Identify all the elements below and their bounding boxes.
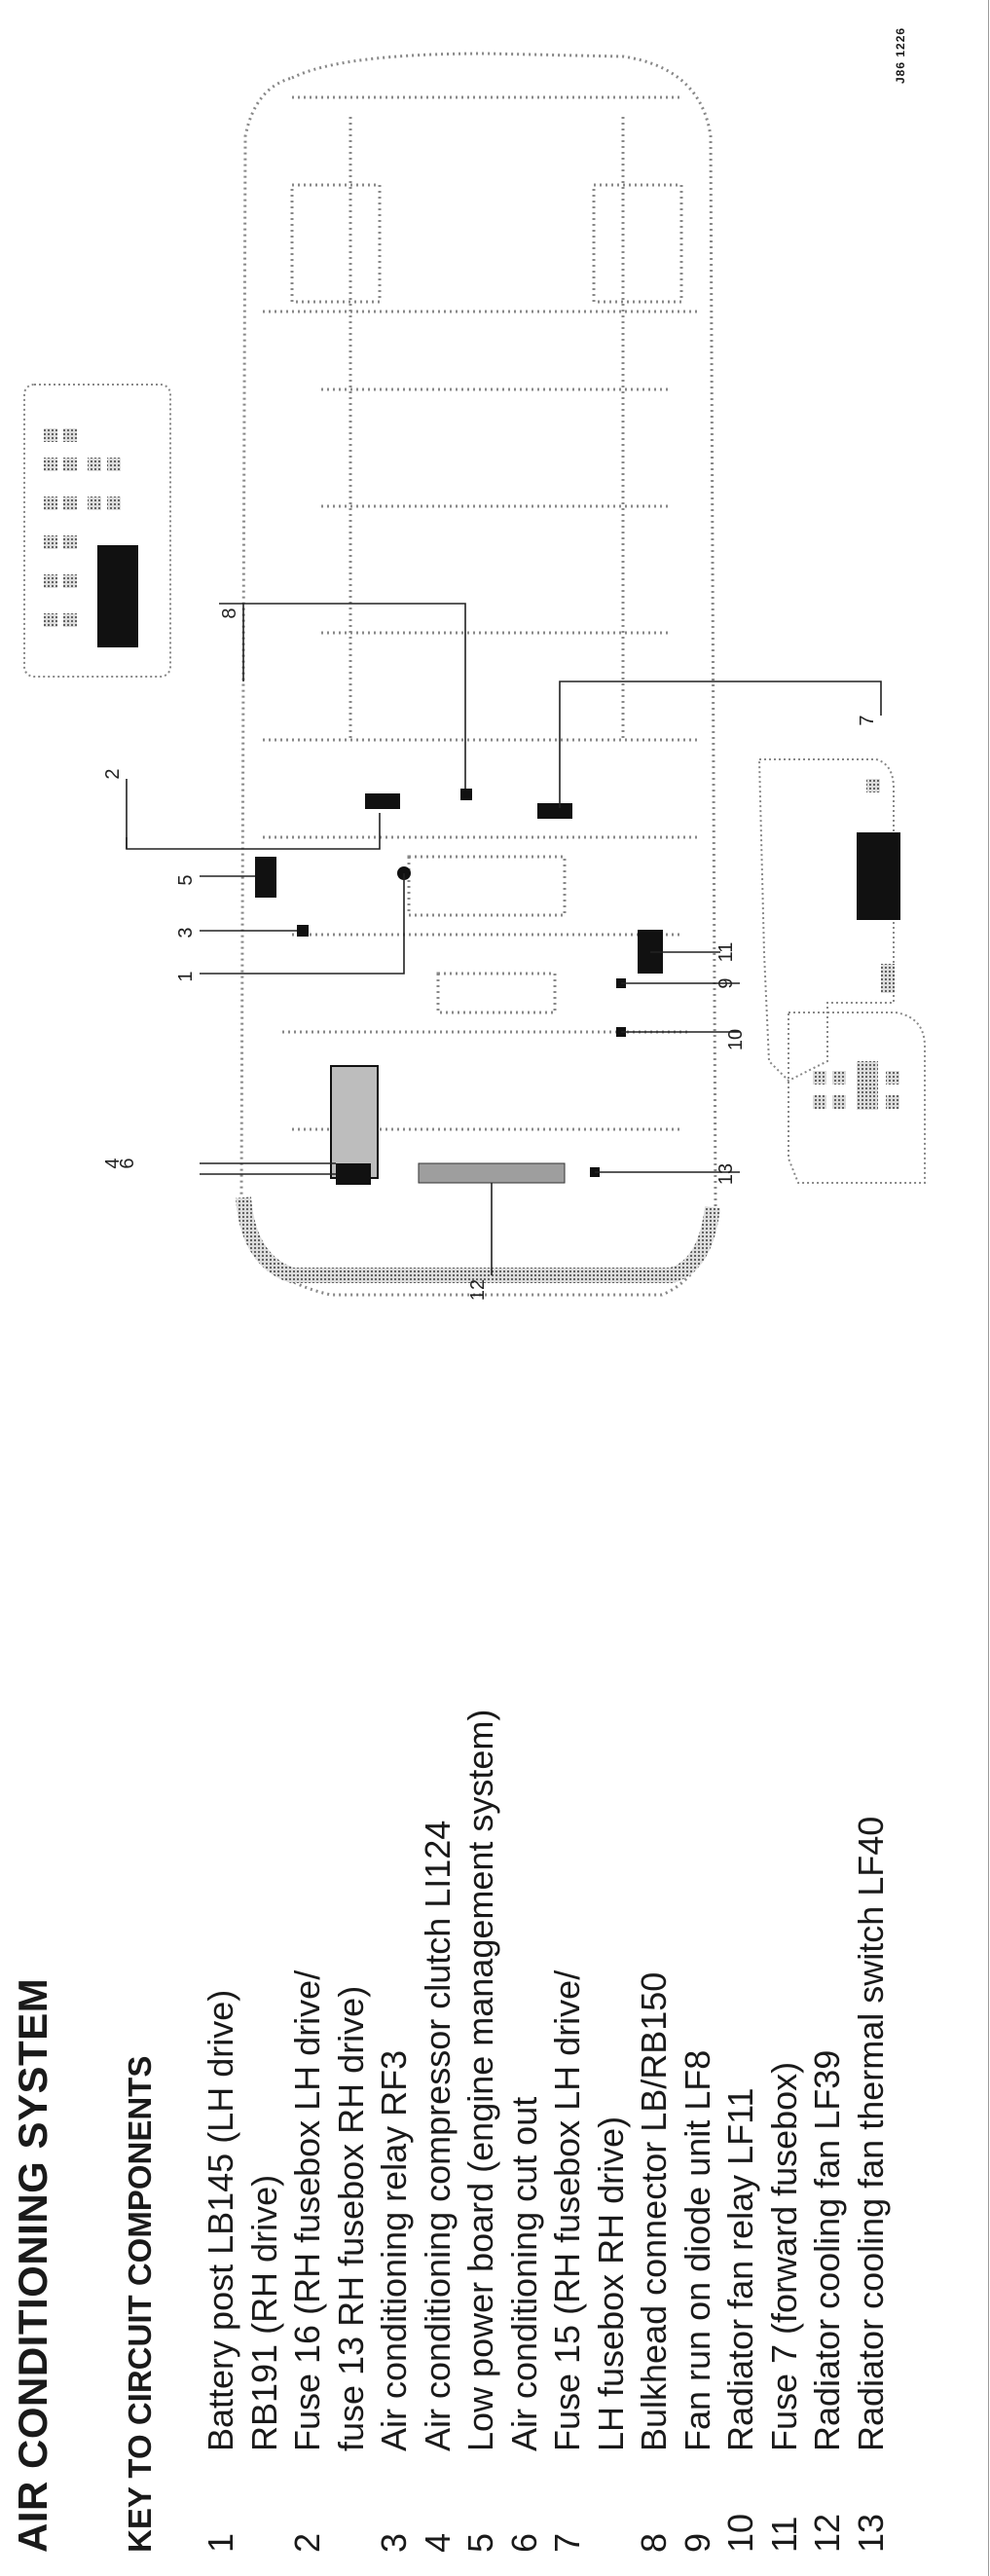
callout-4: 4 (102, 1158, 124, 1168)
key-item-text: Fuse 7 (forward fusebox) (763, 2061, 804, 2451)
key-list: 1 Battery post LB145 (LH drive)RB191 (RH … (200, 1092, 893, 2553)
key-item: 6 Air conditioning cut out (503, 1092, 547, 2553)
callout-12: 12 (467, 1279, 489, 1301)
key-item: LH fusebox RH drive) (590, 1092, 634, 2553)
fuse-connector-2 (365, 793, 400, 809)
callout-8: 8 (219, 607, 240, 618)
fuse-connector-7 (537, 803, 572, 819)
key-item-text: Air conditioning cut out (503, 2096, 544, 2451)
callout-11: 11 (715, 942, 737, 963)
key-item: 1 Battery post LB145 (LH drive) (200, 1092, 243, 2553)
key-item: 10 Radiator fan relay LF11 (719, 1092, 763, 2553)
key-item-text: Radiator cooling fan thermal switch LF40 (850, 1816, 891, 2451)
key-subtitle: KEY TO CIRCUIT COMPONENTS (122, 2055, 158, 2553)
key-item-text: LH fusebox RH drive) (590, 2116, 631, 2451)
key-item: 8 Bulkhead connector LB/RB150 (633, 1092, 677, 2553)
fuse-15-block (857, 832, 900, 920)
drawing-reference: J86 1226 (894, 26, 907, 84)
key-item-text: Fan run on diode unit LF8 (677, 2049, 717, 2451)
key-item-number: 1 (201, 2532, 241, 2553)
key-item-text: RB191 (RH drive) (243, 2174, 284, 2451)
low-power-board (255, 857, 276, 898)
callout-9: 9 (715, 977, 737, 988)
callout-6: 6 (117, 1158, 138, 1168)
key-item: 9 Fan run on diode unit LF8 (677, 1092, 720, 2553)
key-item: 5 Low power board (engine management syst… (459, 1092, 503, 2553)
key-item-text: Low power board (engine management syste… (460, 1709, 501, 2451)
key-item-number: 11 (763, 2516, 804, 2553)
key-item-text: Bulkhead connector LB/RB150 (634, 1971, 675, 2451)
fusebox-inset-upper (23, 384, 171, 678)
key-item-text: Radiator cooling fan LF39 (807, 2049, 848, 2451)
key-item-number: 4 (417, 2532, 458, 2553)
key-item-text: fuse 13 RH fusebox RH drive) (330, 1985, 371, 2451)
key-item-text: Radiator fan relay LF11 (720, 2087, 761, 2451)
key-item: RB191 (RH drive) (243, 1092, 287, 2553)
key-item-text: Air conditioning relay RF3 (374, 2049, 415, 2451)
key-item-number: 3 (374, 2532, 415, 2553)
bulkhead-connector (460, 789, 472, 800)
ac-relay (297, 925, 309, 937)
leader-lines (126, 603, 882, 1275)
key-item-number: 10 (720, 2513, 761, 2553)
key-item: 2 Fuse 16 (RH fusebox LH drive/ (286, 1092, 330, 2553)
key-item: fuse 13 RH fusebox RH drive) (330, 1092, 374, 2553)
key-item-number: 8 (634, 2532, 675, 2553)
key-item-number: 2 (287, 2532, 328, 2553)
page-title: AIR CONDITIONING SYSTEM (10, 1977, 55, 2553)
fusebox-inset-lower-right (757, 758, 900, 1083)
key-item: 11 Fuse 7 (forward fusebox) (763, 1092, 807, 2553)
key-item: 13 Radiator cooling fan thermal switch LF… (850, 1092, 894, 2553)
fuse-16-block (97, 545, 138, 647)
callout-7: 7 (857, 715, 878, 725)
callout-13: 13 (715, 1163, 737, 1185)
ac-cut-out (336, 1163, 371, 1185)
key-item-text: Air conditioning compressor clutch LI124 (417, 1820, 458, 2451)
key-item-number: 6 (503, 2532, 544, 2553)
key-item-text: Battery post LB145 (LH drive) (201, 1989, 241, 2451)
key-item-number: 13 (850, 2513, 891, 2553)
key-item: 7 Fuse 15 (RH fusebox LH drive/ (546, 1092, 590, 2553)
key-item-number: 7 (547, 2532, 588, 2553)
page-edge (988, 0, 989, 2576)
key-item-text: Fuse 15 (RH fusebox LH drive/ (547, 1969, 588, 2451)
callout-2: 2 (102, 768, 124, 779)
callout-5: 5 (175, 874, 197, 885)
fusebox-inset-lower-left (788, 1012, 926, 1184)
key-item-number: 9 (677, 2532, 717, 2553)
key-item-text: Fuse 16 (RH fusebox LH drive/ (287, 1969, 328, 2451)
key-item: 4 Air conditioning compressor clutch LI12… (417, 1092, 460, 2553)
key-item: 12 Radiator cooling fan LF39 (806, 1092, 850, 2553)
front-bumper (236, 1196, 720, 1283)
key-item: 3 Air conditioning relay RF3 (373, 1092, 417, 2553)
key-item-number: 5 (460, 2532, 501, 2553)
compressor-clutch (330, 1065, 379, 1179)
callout-10: 10 (725, 1029, 747, 1050)
callout-1: 1 (175, 971, 197, 981)
callout-3: 3 (175, 927, 197, 938)
key-item-number: 12 (807, 2513, 848, 2553)
